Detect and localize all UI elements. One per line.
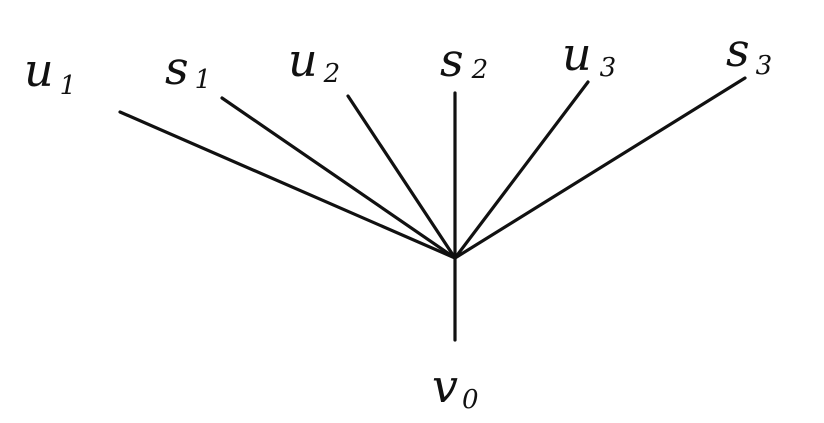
- node-sub-v0: 0: [462, 385, 479, 415]
- node-sub-u1: 1: [60, 71, 77, 101]
- node-main-s3: s: [726, 23, 750, 77]
- node-main-u3: u: [562, 27, 592, 81]
- node-sub-u3: 3: [600, 53, 617, 83]
- node-sub-u2: 2: [323, 59, 341, 89]
- node-main-s2: s: [440, 33, 464, 87]
- edge-s1-hub: [220, 96, 457, 260]
- node-main-u2: u: [288, 33, 318, 87]
- node-main-u1: u: [24, 43, 54, 97]
- edge-u3-hub: [453, 80, 590, 260]
- node-main-s1: s: [165, 41, 189, 95]
- node-main-v0: v: [432, 359, 458, 413]
- node-sub-s3: 3: [756, 51, 773, 81]
- edge-s3-hub: [453, 76, 747, 260]
- node-sub-s1: 1: [195, 65, 212, 95]
- node-sub-s2: 2: [471, 55, 489, 85]
- edge-u1-hub: [118, 110, 457, 260]
- edge-u2-hub: [346, 94, 457, 260]
